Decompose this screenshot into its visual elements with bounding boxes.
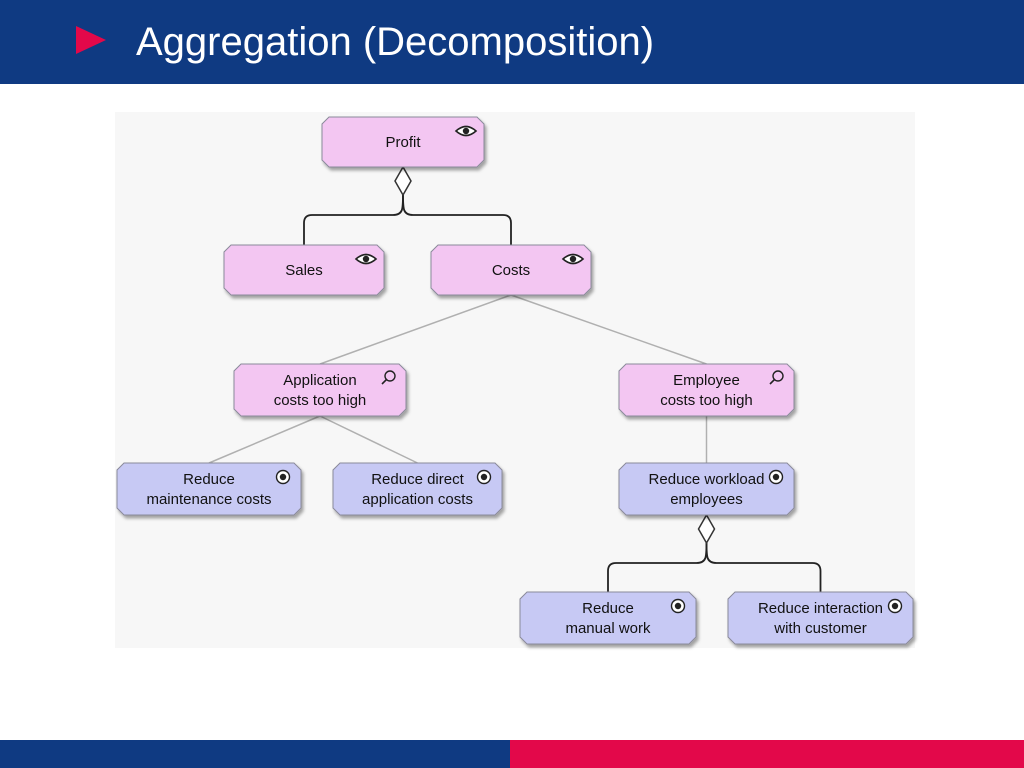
node-shape — [116, 462, 302, 516]
node-label: Reduce interaction — [758, 600, 883, 617]
node-shape — [727, 591, 914, 645]
eye-icon — [354, 253, 378, 265]
node-label: Sales — [285, 262, 323, 279]
aggregation-line-profit-costs — [402, 194, 512, 245]
association-line-costs-emp-costs — [510, 294, 707, 365]
diagram-node-profit[interactable]: Profit — [321, 116, 485, 168]
target-icon — [476, 469, 492, 485]
magnifier-icon — [769, 370, 784, 385]
node-label: Reduce — [183, 471, 235, 488]
node-label: costs too high — [660, 392, 753, 409]
diagram-node-emp-costs[interactable]: Employee costs too high — [618, 363, 795, 417]
target-icon — [275, 469, 291, 485]
eye-icon — [454, 125, 478, 137]
node-label: maintenance costs — [146, 491, 271, 508]
node-label: with customer — [773, 620, 867, 637]
node-label: Reduce direct — [371, 471, 464, 488]
node-label: application costs — [362, 491, 473, 508]
association-line-costs-app-costs — [319, 294, 512, 365]
diagram-node-reduce-manual[interactable]: Reduce manual work — [519, 591, 697, 645]
node-label: Profit — [385, 134, 421, 151]
node-shape — [223, 244, 385, 296]
node-label: Application — [283, 372, 356, 389]
node-label: manual work — [565, 620, 651, 637]
aggregation-diamond-icon — [394, 165, 412, 197]
node-label: employees — [670, 491, 743, 508]
node-shape — [321, 116, 485, 168]
target-icon — [768, 469, 784, 485]
aggregation-line-profit-sales — [303, 194, 404, 245]
diagram-node-app-costs[interactable]: Application costs too high — [233, 363, 407, 417]
node-shape — [332, 462, 503, 516]
node-shape — [618, 363, 795, 417]
aggregation-line-reduce-workload-reduce-interaction — [705, 542, 822, 592]
association-line-app-costs-reduce-direct — [319, 415, 418, 464]
node-shape — [233, 363, 407, 417]
slide-title: Aggregation (Decomposition) — [136, 20, 655, 64]
magnifier-icon — [381, 370, 396, 385]
diagram-node-costs[interactable]: Costs — [430, 244, 592, 296]
node-shape — [430, 244, 592, 296]
target-icon — [670, 598, 686, 614]
aggregation-diamond-icon — [697, 513, 716, 545]
relations-layer — [208, 165, 822, 592]
target-icon — [887, 598, 903, 614]
footer-bar-right — [510, 740, 1024, 768]
node-shape — [618, 462, 795, 516]
aggregation-line-reduce-workload-reduce-manual — [607, 542, 708, 592]
association-line-app-costs-reduce-maint — [208, 415, 321, 464]
diagram-node-reduce-workload[interactable]: Reduce workload employees — [618, 462, 795, 516]
slide-header: Aggregation (Decomposition) — [0, 0, 1024, 84]
diagram-node-reduce-interaction[interactable]: Reduce interaction with customer — [727, 591, 914, 645]
diagram-node-sales[interactable]: Sales — [223, 244, 385, 296]
node-shape — [519, 591, 697, 645]
bullet-triangle-icon — [76, 26, 106, 54]
diagram-node-reduce-maint[interactable]: Reduce maintenance costs — [116, 462, 302, 516]
node-label: Reduce — [582, 600, 634, 617]
diagram-node-reduce-direct[interactable]: Reduce direct application costs — [332, 462, 503, 516]
node-label: costs too high — [274, 392, 367, 409]
node-label: Reduce workload — [649, 471, 765, 488]
node-label: Costs — [492, 262, 530, 279]
node-label: Employee — [673, 372, 740, 389]
footer-bar-left — [0, 740, 510, 768]
eye-icon — [561, 253, 585, 265]
